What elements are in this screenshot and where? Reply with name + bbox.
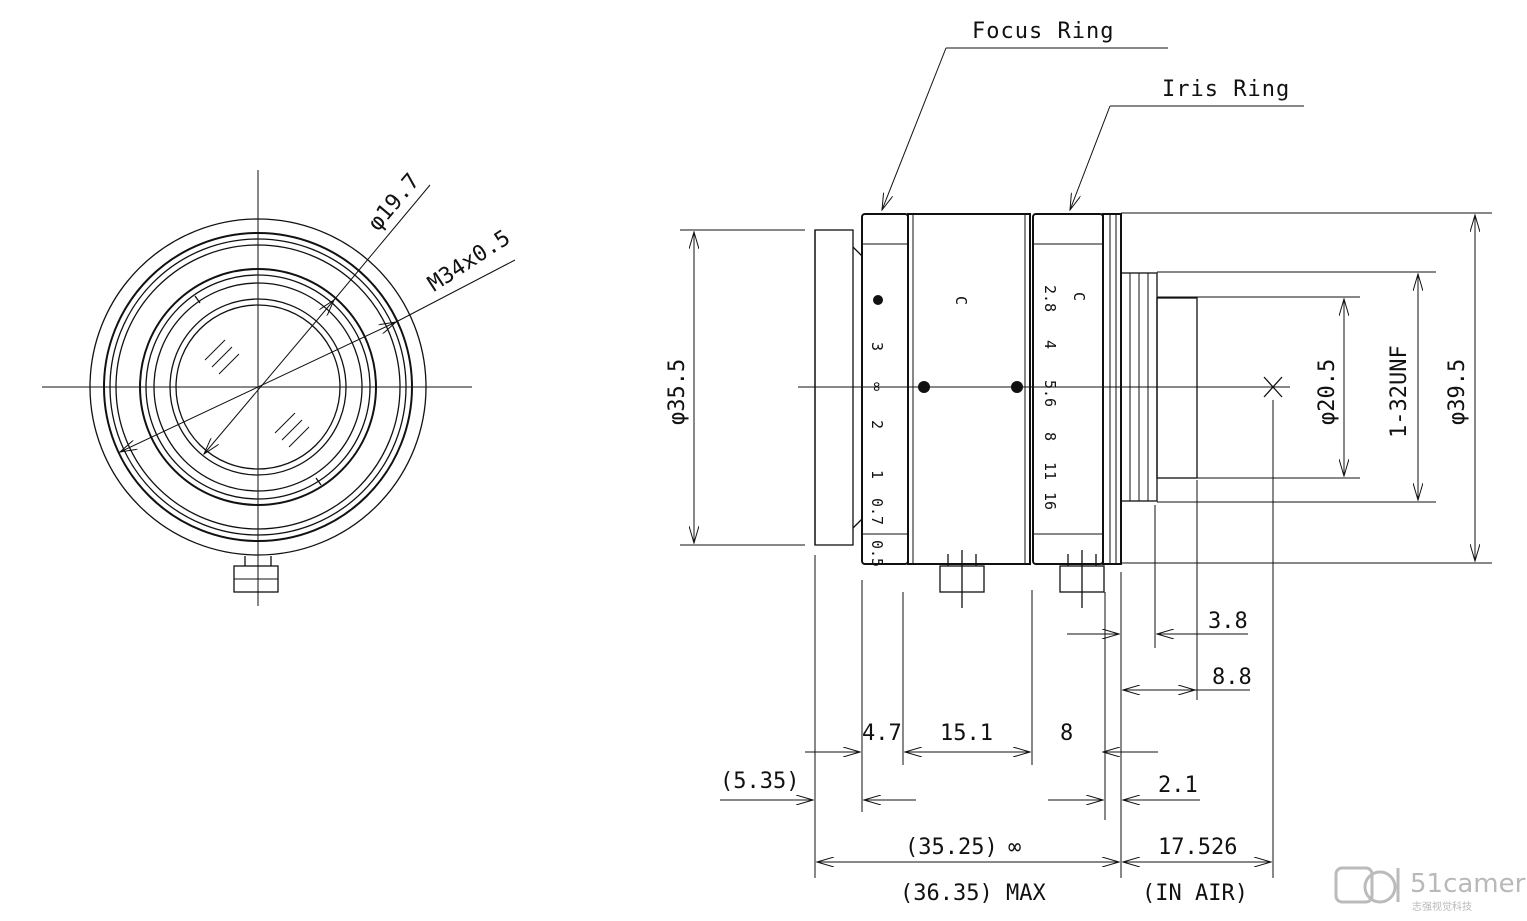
focus-scale-mark: ∞ xyxy=(868,382,886,391)
dim-thread-spec: 1-32UNF xyxy=(1387,345,1412,438)
focus-ring-label: Focus Ring xyxy=(972,19,1114,44)
watermark-brand: 51camera xyxy=(1410,869,1527,899)
watermark-subtitle: 志强视觉科技 xyxy=(1412,900,1472,913)
focus-scale-mark: 3 xyxy=(868,342,886,351)
dim-8: 8 xyxy=(1060,721,1073,746)
dim-front-diameter: φ35.5 xyxy=(665,359,690,425)
iris-scale-mark: C xyxy=(1070,292,1088,301)
dim-5-35: (5.35) xyxy=(720,769,799,794)
side-view: 3 ∞ 2 1 0.7 0.5 C C 2.8 4 5.6 8 11 16 Fo… xyxy=(680,19,1492,608)
dim-8-8: 8.8 xyxy=(1212,665,1252,690)
focus-scale-mark: 1 xyxy=(868,470,886,479)
watermark: 51camera 志强视觉科技 xyxy=(1334,866,1527,913)
focus-scale-mark: 0.5 xyxy=(868,540,886,567)
iris-scale-mark: 8 xyxy=(1041,432,1059,441)
iris-scale-mark: 16 xyxy=(1041,492,1059,510)
index-dot xyxy=(918,381,930,393)
iris-scale-mark: 11 xyxy=(1041,462,1059,480)
front-mark: C xyxy=(952,296,970,305)
dim-in-air: (IN AIR) xyxy=(1142,881,1248,906)
focus-mark-dot xyxy=(873,295,883,305)
iris-scale-mark: 4 xyxy=(1041,340,1059,349)
dim-rear-diameter: φ20.5 xyxy=(1315,359,1340,425)
iris-scale-mark: 5.6 xyxy=(1041,380,1059,407)
dim-35-25-symbol: ∞ xyxy=(1008,835,1021,860)
iris-scale: C 2.8 4 5.6 8 11 16 xyxy=(1041,285,1088,510)
front-view: φ19.7 M34x0.5 xyxy=(42,169,516,606)
iris-ring-label: Iris Ring xyxy=(1162,77,1290,102)
dim-2-1: 2.1 xyxy=(1158,773,1198,798)
index-dot xyxy=(1011,381,1023,393)
dimension-lines: φ35.5 φ20.5 1-32UNF φ39.5 3.8 8.8 4.7 15… xyxy=(665,215,1475,906)
dim-17-526: 17.526 xyxy=(1158,835,1237,860)
thread-dimension-label: M34x0.5 xyxy=(424,226,515,297)
dim-3-8: 3.8 xyxy=(1208,609,1248,634)
dim-36-35: (36.35) MAX xyxy=(900,881,1046,906)
dim-35-25: (35.25) xyxy=(905,835,998,860)
focus-scale-mark: 2 xyxy=(868,420,886,429)
watermark-logo-icon xyxy=(1334,866,1374,904)
dim-4-7: 4.7 xyxy=(862,721,902,746)
dim-15-1: 15.1 xyxy=(940,721,993,746)
focus-scale: 3 ∞ 2 1 0.7 0.5 xyxy=(868,342,886,567)
focus-scale-mark: 0.7 xyxy=(868,498,886,525)
iris-scale-mark: 2.8 xyxy=(1041,285,1059,312)
dim-body-diameter: φ39.5 xyxy=(1445,359,1470,425)
watermark-lens-icon xyxy=(1363,870,1397,904)
